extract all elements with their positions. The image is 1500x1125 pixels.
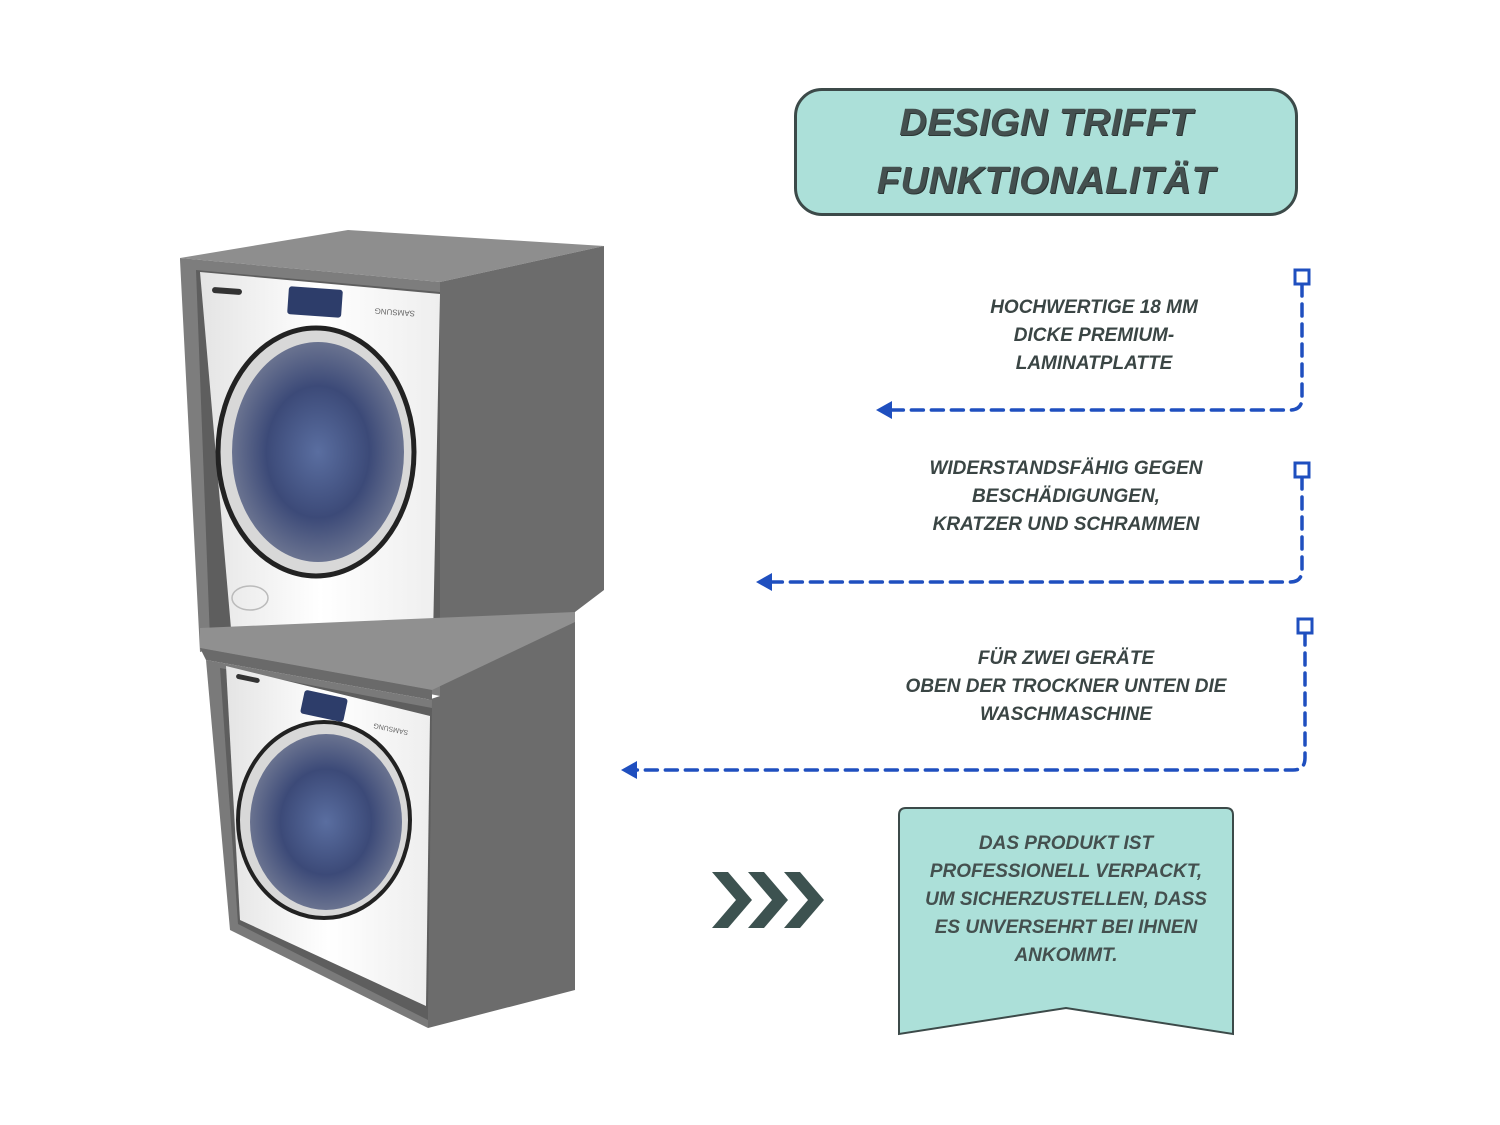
feature-3-line-3: WASCHMASCHINE <box>979 704 1153 725</box>
feature-3-line-1: FÜR ZWEI GERÄTE <box>977 648 1155 669</box>
connector-3 <box>628 631 1307 772</box>
feature-2-line-2: BESCHÄDIGUNGEN, <box>972 486 1160 507</box>
feature-1-line-2: DICKE PREMIUM- <box>1013 325 1175 346</box>
callout-line-4: ES UNVERSEHRT BEI IHNEN <box>934 917 1198 938</box>
dryer-display <box>287 286 343 318</box>
feature-2-line-3: KRATZER UND SCHRAMMEN <box>932 514 1200 535</box>
title-line-1: DESIGN TRIFFT <box>899 102 1193 144</box>
feature-2: WIDERSTANDSFÄHIG GEGEN BESCHÄDIGUNGEN, K… <box>906 455 1226 539</box>
feature-3: FÜR ZWEI GERÄTE OBEN DER TROCKNER UNTEN … <box>886 645 1246 729</box>
feature-1-line-3: LAMINATPLATTE <box>1015 353 1173 374</box>
callout-line-3: UM SICHERZUSTELLEN, DASS <box>925 889 1207 910</box>
washer-display <box>300 690 348 722</box>
product-image: SAMSUNG SAMSUNG <box>180 230 604 1028</box>
connector-3-node <box>1296 617 1314 635</box>
title-line-2: FUNKTIONALITÄT <box>876 160 1216 202</box>
connector-1-node <box>1293 268 1311 286</box>
callout-line-2: PROFESSIONELL VERPACKT, <box>929 861 1203 882</box>
arrow-1-icon <box>876 401 892 419</box>
feature-1: HOCHWERTIGE 18 MM DICKE PREMIUM- LAMINAT… <box>964 294 1224 378</box>
dryer-brand: SAMSUNG <box>374 306 415 318</box>
connector-1 <box>882 282 1304 412</box>
arrow-3-icon <box>621 761 637 779</box>
callout-line-1: DAS PRODUKT IST <box>978 833 1154 854</box>
cabinet-top <box>180 230 604 282</box>
feature-3-line-2: OBEN DER TROCKNER UNTEN DIE <box>905 676 1227 697</box>
connector-2 <box>762 475 1304 584</box>
feature-2-line-1: WIDERSTANDSFÄHIG GEGEN <box>929 458 1203 479</box>
cabinet-shelf <box>200 612 575 690</box>
callout-line-5: ANKOMMT. <box>1014 945 1118 966</box>
feature-1-line-1: HOCHWERTIGE 18 MM <box>990 297 1198 318</box>
title-box: DESIGN TRIFFT FUNKTIONALITÄT <box>794 88 1298 216</box>
connector-2-node <box>1293 461 1311 479</box>
callout-text: DAS PRODUKT IST PROFESSIONELL VERPACKT, … <box>898 830 1234 970</box>
arrow-2-icon <box>756 573 772 591</box>
